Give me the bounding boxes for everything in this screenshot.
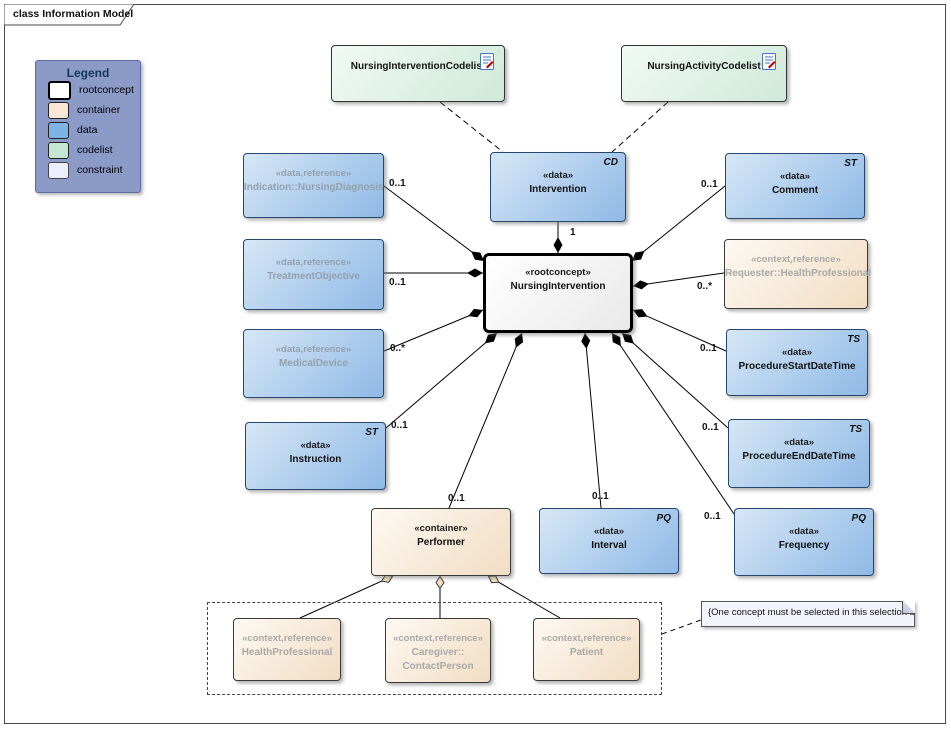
stereotype: «data,reference» [275, 257, 352, 268]
node-name: NursingInterventionCodelist [350, 61, 486, 72]
node-name: Caregiver:: [411, 647, 465, 658]
stereotype: «data» [781, 347, 813, 358]
datatype-tag: TS [847, 334, 860, 345]
stereotype: «data» [593, 526, 625, 537]
stereotype: «context,reference» [751, 254, 841, 265]
node-name-line2: ContactPerson [402, 661, 474, 672]
legend-title: Legend [66, 66, 110, 80]
node-name: Instruction [289, 454, 342, 465]
node-patient[interactable]: «context,reference» Patient [533, 618, 640, 681]
document-icon [762, 53, 776, 70]
node-name: Indication::NursingDiagnosis [244, 182, 384, 193]
legend-item-constraint: constraint [48, 160, 140, 180]
selection-box [207, 602, 662, 695]
datatype-tag: PQ [851, 513, 866, 524]
node-name: MedicalDevice [279, 358, 348, 369]
tab-shape-icon [3, 3, 135, 26]
node-name: NursingActivityCodelist [647, 61, 761, 72]
multiplicity-label: 0..1 [704, 511, 721, 522]
multiplicity-label: 0..1 [448, 493, 465, 504]
datatype-tag: TS [849, 424, 862, 435]
data-swatch-icon [48, 121, 69, 139]
node-procedure-end-datetime[interactable]: TS «data» ProcedureEndDateTime [728, 419, 870, 488]
stereotype: «rootconcept» [525, 267, 591, 278]
multiplicity-label: 1 [570, 227, 576, 238]
node-name: NursingIntervention [510, 281, 606, 292]
node-name: Requester::HealthProfessional [725, 268, 872, 279]
legend-item-label: codelist [77, 144, 113, 156]
constraint-text: {One concept must be selected in this se… [708, 607, 914, 618]
multiplicity-label: 0..1 [389, 178, 406, 189]
node-treatment-objective[interactable]: «data,reference» TreatmentObjective [243, 239, 384, 310]
legend: Legend rootconcept container data codeli… [35, 60, 141, 193]
legend-item-label: constraint [77, 164, 123, 176]
node-name: Patient [569, 647, 604, 658]
multiplicity-label: 0..1 [592, 491, 609, 502]
node-interval[interactable]: PQ «data» Interval [539, 508, 679, 574]
stereotype: «data» [783, 437, 815, 448]
diagram-title: class Information Model [13, 8, 134, 20]
datatype-tag: CD [603, 157, 618, 168]
legend-item-label: rootconcept [79, 84, 134, 96]
datatype-tag: PQ [656, 513, 671, 524]
legend-item-rootconcept: rootconcept [48, 80, 140, 100]
node-comment[interactable]: ST «data» Comment [725, 153, 865, 219]
node-name: TreatmentObjective [267, 271, 360, 282]
node-name: Frequency [778, 540, 830, 551]
node-nursing-intervention[interactable]: «rootconcept» NursingIntervention [483, 253, 633, 333]
stereotype: «data» [788, 526, 820, 537]
node-name: Intervention [529, 184, 587, 195]
stereotype: «data» [542, 170, 574, 181]
node-name: HealthProfessional [241, 647, 333, 658]
stereotype: «data,reference» [275, 344, 352, 355]
multiplicity-label: 0..* [390, 343, 406, 354]
legend-item-label: container [77, 104, 121, 116]
stereotype: «context,reference» [242, 633, 332, 644]
diagram-title-tab: class Information Model [3, 3, 144, 26]
constraint-swatch-icon [48, 161, 69, 179]
legend-item-codelist: codelist [48, 140, 140, 160]
node-name: ProcedureEndDateTime [742, 451, 856, 462]
stereotype: «container» [414, 523, 468, 534]
multiplicity-label: 0..1 [701, 179, 718, 190]
node-instruction[interactable]: ST «data» Instruction [245, 422, 386, 490]
node-caregiver-contact-person[interactable]: «context,reference» Caregiver:: ContactP… [385, 618, 491, 683]
legend-item-label: data [77, 124, 98, 136]
legend-item-container: container [48, 100, 140, 120]
diagram-frame [4, 4, 946, 724]
node-indication-nursing-diagnosis[interactable]: «data,reference» Indication::NursingDiag… [243, 153, 384, 218]
stereotype: «context,reference» [541, 633, 632, 644]
container-swatch-icon [48, 101, 69, 119]
multiplicity-label: 0..1 [389, 277, 406, 288]
constraint-note[interactable]: {One concept must be selected in this se… [701, 601, 915, 627]
node-nursing-activity-codelist[interactable]: NursingActivityCodelist [621, 45, 787, 102]
multiplicity-label: 0..1 [391, 420, 408, 431]
stereotype: «data» [779, 171, 811, 182]
multiplicity-label: 0..* [697, 281, 713, 292]
node-performer[interactable]: «container» Performer [371, 508, 511, 576]
node-name: Comment [771, 185, 819, 196]
codelist-swatch-icon [48, 141, 69, 159]
rootconcept-swatch-icon [48, 80, 71, 100]
stereotype: «data» [300, 440, 331, 451]
node-requester-health-professional[interactable]: «context,reference» Requester::HealthPro… [724, 239, 872, 309]
multiplicity-label: 0..1 [702, 422, 719, 433]
node-name: ProcedureStartDateTime [738, 361, 856, 372]
datatype-tag: ST [844, 158, 857, 169]
node-name: Interval [591, 540, 627, 551]
document-icon [480, 53, 494, 70]
node-name: Performer [417, 537, 465, 548]
datatype-tag: ST [365, 427, 378, 438]
stereotype: «data,reference» [275, 168, 352, 179]
node-health-professional[interactable]: «context,reference» HealthProfessional [233, 618, 341, 681]
stereotype: «context,reference» [393, 633, 483, 644]
node-procedure-start-datetime[interactable]: TS «data» ProcedureStartDateTime [726, 329, 868, 396]
legend-item-data: data [48, 120, 140, 140]
node-frequency[interactable]: PQ «data» Frequency [734, 508, 874, 576]
node-nursing-intervention-codelist[interactable]: NursingInterventionCodelist [331, 45, 505, 102]
node-intervention[interactable]: CD «data» Intervention [490, 152, 626, 222]
node-medical-device[interactable]: «data,reference» MedicalDevice [243, 329, 384, 398]
multiplicity-label: 0..1 [700, 343, 717, 354]
